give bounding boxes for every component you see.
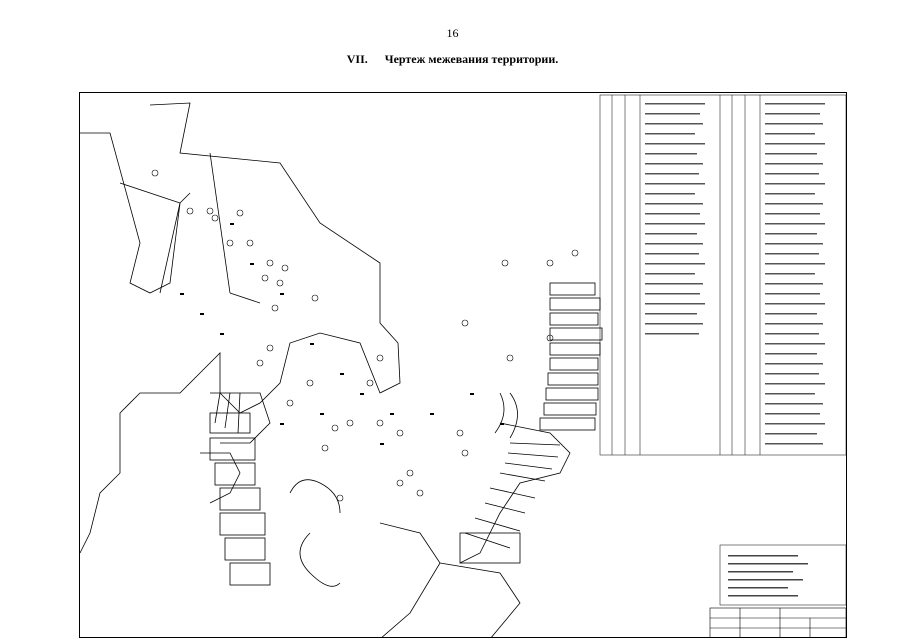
page-number: 16 xyxy=(446,26,459,40)
land-survey-drawing xyxy=(79,92,847,638)
section-title: VII. Чертеж межевания территории. xyxy=(0,52,905,67)
section-title-text: Чертеж межевания территории. xyxy=(384,52,559,66)
cadastral-plan-icon xyxy=(80,94,846,637)
section-number: VII. xyxy=(346,52,368,66)
